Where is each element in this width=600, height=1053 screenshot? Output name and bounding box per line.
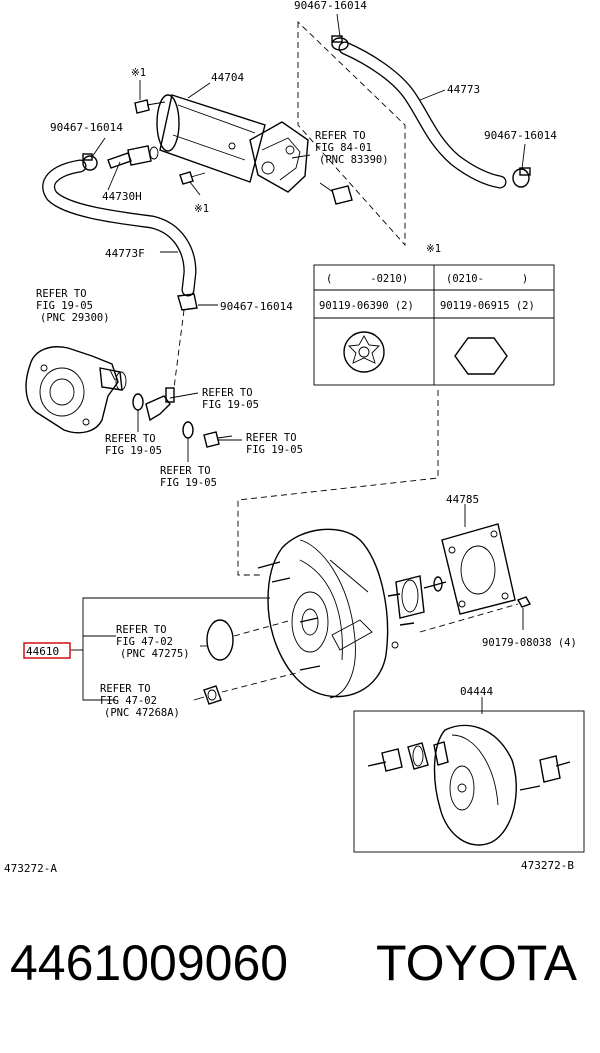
label-refer-g47b-2: FIG 47-02: [100, 695, 157, 707]
label-union-44730h: 44730H: [102, 190, 142, 203]
label-refer-c-1: REFER TO: [246, 432, 297, 444]
label-refer-c-2: FIG 19-05: [246, 444, 303, 456]
connector-right: [319, 182, 353, 205]
label-code-right: 473272-B: [521, 859, 574, 872]
table-col2-part: 90119-06915 (2): [440, 300, 535, 312]
label-hose-clip-top: 90467-16014: [294, 0, 367, 12]
star-bolt-icon: [343, 331, 385, 373]
table-col2-head: (0210- ): [446, 273, 528, 285]
label-refer-g47a-2: FIG 47-02: [116, 636, 173, 648]
label-refer-g47b-1: REFER TO: [100, 683, 151, 695]
booster-assy-04444-inset: [353, 710, 585, 853]
label-vacuum-tank: 44704: [211, 71, 244, 84]
vacuum-tank-44704: [156, 94, 309, 193]
hose-44773: [338, 41, 507, 189]
table-col1-part: 90119-06390 (2): [319, 300, 414, 312]
hex-bolt-icon: [454, 337, 508, 375]
label-nut-90179: 90179-08038 (4): [482, 637, 577, 649]
label-refer-g47a-1: REFER TO: [116, 624, 167, 636]
hose-clip-top: [331, 35, 349, 51]
label-refer-pump-3: (PNC 29300): [40, 312, 110, 324]
label-booster-44610[interactable]: 44610: [26, 645, 59, 658]
label-refer-pump-2: FIG 19-05: [36, 300, 93, 312]
nut-90179: [516, 596, 532, 608]
label-clip-lower: 90467-16014: [220, 300, 293, 313]
footer-brand: TOYOTA: [376, 935, 577, 991]
label-hose-44773: 44773: [447, 83, 480, 96]
vacuum-pump: [25, 346, 127, 434]
bolt-star1-top: [134, 99, 166, 114]
footer-part-number: 4461009060: [10, 935, 289, 991]
fastener-options-table: [313, 264, 555, 386]
label-refer-fig84-2: FIG 84-01: [315, 142, 372, 154]
brake-booster-44610: [257, 528, 447, 699]
label-refer-b-2: FIG 19-05: [105, 445, 162, 457]
label-refer-fig84-3: (PNC 83390): [319, 154, 389, 166]
hose-44773f: [42, 159, 197, 297]
plug-bolt: [203, 431, 233, 448]
footer: 4461009060 TOYOTA: [0, 938, 600, 1008]
label-refer-fig84-1: REFER TO: [315, 130, 366, 142]
label-refer-a-1: REFER TO: [202, 387, 253, 399]
gasket-44785: [441, 523, 516, 615]
union-44730h: [107, 145, 159, 169]
washer-a: [132, 393, 144, 411]
highlight-box-44610: [23, 642, 71, 659]
label-refer-d-2: FIG 19-05: [160, 477, 217, 489]
table-star: ※1: [426, 243, 441, 255]
label-refer-a-2: FIG 19-05: [202, 399, 259, 411]
hose-clip-right: [512, 167, 531, 188]
table-col1-head: ( -0210): [326, 273, 408, 285]
label-hose-44773f: 44773F: [105, 247, 145, 260]
label-refer-g47b-3: (PNC 47268A): [104, 707, 180, 719]
label-refer-g47a-3: (PNC 47275): [120, 648, 190, 660]
o-ring: [206, 619, 234, 661]
bolt-star1-lower: [179, 171, 206, 185]
label-code-left: 473272-A: [4, 862, 57, 875]
label-star-b: ※1: [194, 203, 209, 215]
label-refer-pump-1: REFER TO: [36, 288, 87, 300]
label-star-a: ※1: [131, 67, 146, 79]
label-booster-assy-04444: 04444: [460, 685, 493, 698]
washer-b: [182, 421, 194, 439]
label-refer-b-1: REFER TO: [105, 433, 156, 445]
label-clip-right: 90467-16014: [484, 129, 557, 142]
hose-clip-lower: [177, 293, 198, 311]
label-refer-d-1: REFER TO: [160, 465, 211, 477]
parts-diagram: 90467-16014 44773 ※1 44704 90467-16014 R…: [4, 0, 585, 875]
label-gasket-44785: 44785: [446, 493, 479, 506]
check-valve: [145, 387, 175, 422]
label-clip-left: 90467-16014: [50, 121, 123, 134]
union-fitting: [203, 685, 222, 705]
